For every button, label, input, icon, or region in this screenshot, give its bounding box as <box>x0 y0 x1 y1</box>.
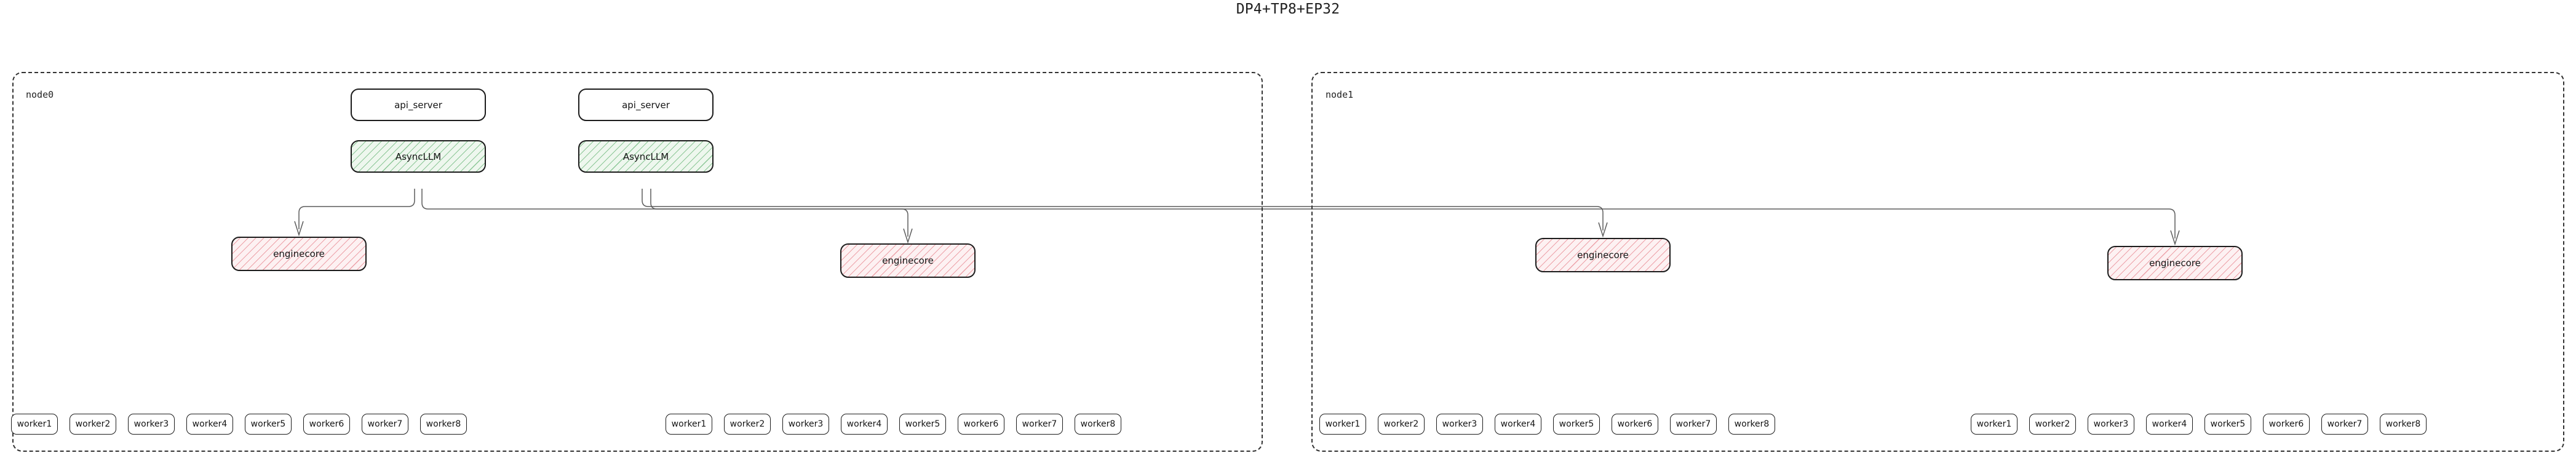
worker-box[interactable]: worker3 <box>128 414 175 435</box>
worker-label: worker6 <box>2268 419 2304 429</box>
worker-label: worker8 <box>1080 419 1116 429</box>
asyncllm-box[interactable]: AsyncLLM <box>578 140 714 173</box>
worker-label: worker1 <box>671 419 707 429</box>
worker-box[interactable]: worker2 <box>724 414 771 435</box>
worker-box[interactable]: worker4 <box>2146 414 2193 435</box>
worker-label: worker7 <box>1022 419 1057 429</box>
worker-box[interactable]: worker8 <box>2380 414 2427 435</box>
asyncllm-label: AsyncLLM <box>622 151 669 162</box>
worker-box[interactable]: worker3 <box>1436 414 1483 435</box>
worker-box[interactable]: worker1 <box>1971 414 2017 435</box>
api-server-label: api_server <box>622 99 670 111</box>
worker-label: worker3 <box>133 419 169 429</box>
worker-label: worker6 <box>1617 419 1653 429</box>
worker-label: worker4 <box>192 419 228 429</box>
worker-label: worker8 <box>2385 419 2421 429</box>
worker-box[interactable]: worker4 <box>841 414 888 435</box>
worker-box[interactable]: worker5 <box>899 414 946 435</box>
asyncllm-box[interactable]: AsyncLLM <box>351 140 486 173</box>
worker-group: worker1 worker2 worker3 worker4 worker5 worke… <box>666 414 1287 442</box>
worker-box[interactable]: worker6 <box>1612 414 1658 435</box>
api-server-label: api_server <box>394 99 442 111</box>
worker-label: worker7 <box>2327 419 2363 429</box>
worker-label: worker3 <box>788 419 824 429</box>
worker-group: worker1 worker2 worker3 worker4 worker5 worke… <box>1971 414 2576 442</box>
worker-box[interactable]: worker5 <box>2204 414 2251 435</box>
worker-row: worker1 worker2 worker3 worker4 worker5 worke… <box>666 414 1287 435</box>
worker-label: worker3 <box>1442 419 1477 429</box>
api-server-box[interactable]: api_server <box>578 89 714 121</box>
worker-label: worker2 <box>75 419 111 429</box>
worker-box[interactable]: worker3 <box>782 414 829 435</box>
worker-box[interactable]: worker1 <box>11 414 58 435</box>
worker-label: worker8 <box>426 419 461 429</box>
enginecore-box[interactable]: enginecore <box>1535 238 1671 272</box>
worker-box[interactable]: worker8 <box>1075 414 1121 435</box>
worker-label: worker5 <box>2210 419 2246 429</box>
worker-box[interactable]: worker8 <box>1728 414 1775 435</box>
worker-box[interactable]: worker2 <box>1378 414 1425 435</box>
api-server-box[interactable]: api_server <box>351 89 486 121</box>
worker-row: worker1 worker2 worker3 worker4 worker5 worke… <box>1319 414 1941 435</box>
cluster-node1-label: node1 <box>1326 89 1354 100</box>
worker-label: worker1 <box>1976 419 2012 429</box>
enginecore-box[interactable]: enginecore <box>231 237 367 271</box>
worker-label: worker2 <box>1383 419 1419 429</box>
worker-label: worker5 <box>905 419 940 429</box>
worker-box[interactable]: worker7 <box>1016 414 1063 435</box>
worker-box[interactable]: worker1 <box>1319 414 1366 435</box>
worker-group: worker1 worker2 worker3 worker4 worker5 worke… <box>1319 414 1941 442</box>
worker-label: worker2 <box>2035 419 2070 429</box>
enginecore-label: enginecore <box>1577 250 1629 261</box>
enginecore-box[interactable]: enginecore <box>840 243 976 278</box>
enginecore-label: enginecore <box>273 248 325 259</box>
worker-box[interactable]: worker2 <box>2029 414 2076 435</box>
worker-box[interactable]: worker6 <box>958 414 1004 435</box>
asyncllm-label: AsyncLLM <box>395 151 442 162</box>
cluster-node1 <box>1311 72 2564 452</box>
worker-box[interactable]: worker7 <box>2321 414 2368 435</box>
worker-label: worker4 <box>1500 419 1536 429</box>
worker-label: worker4 <box>846 419 882 429</box>
worker-label: worker8 <box>1734 419 1770 429</box>
worker-label: worker3 <box>2093 419 2129 429</box>
enginecore-box[interactable]: enginecore <box>2107 246 2243 280</box>
worker-box[interactable]: worker1 <box>666 414 712 435</box>
worker-box[interactable]: worker5 <box>1553 414 1600 435</box>
worker-group: worker1 worker2 worker3 worker4 worker5 worke… <box>11 414 632 442</box>
worker-label: worker1 <box>17 419 52 429</box>
worker-label: worker2 <box>729 419 765 429</box>
worker-box[interactable]: worker5 <box>245 414 292 435</box>
worker-label: worker4 <box>2152 419 2187 429</box>
worker-label: worker7 <box>367 419 403 429</box>
worker-label: worker6 <box>963 419 999 429</box>
worker-box[interactable]: worker6 <box>303 414 350 435</box>
worker-label: worker1 <box>1325 419 1361 429</box>
cluster-node0 <box>12 72 1263 452</box>
diagram-title: DP4+TP8+EP32 <box>1236 1 1340 17</box>
worker-box[interactable]: worker7 <box>1670 414 1717 435</box>
worker-label: worker5 <box>250 419 286 429</box>
worker-row: worker1 worker2 worker3 worker4 worker5 worke… <box>11 414 632 435</box>
cluster-node0-label: node0 <box>26 89 54 100</box>
worker-box[interactable]: worker7 <box>362 414 408 435</box>
worker-label: worker5 <box>1559 419 1594 429</box>
worker-box[interactable]: worker2 <box>70 414 116 435</box>
worker-box[interactable]: worker4 <box>186 414 233 435</box>
worker-box[interactable]: worker8 <box>420 414 467 435</box>
worker-box[interactable]: worker3 <box>2088 414 2134 435</box>
worker-label: worker6 <box>309 419 344 429</box>
worker-box[interactable]: worker4 <box>1495 414 1541 435</box>
worker-label: worker7 <box>1676 419 1711 429</box>
enginecore-label: enginecore <box>2149 258 2201 269</box>
enginecore-label: enginecore <box>882 255 934 266</box>
worker-box[interactable]: worker6 <box>2263 414 2310 435</box>
worker-row: worker1 worker2 worker3 worker4 worker5 worke… <box>1971 414 2576 435</box>
